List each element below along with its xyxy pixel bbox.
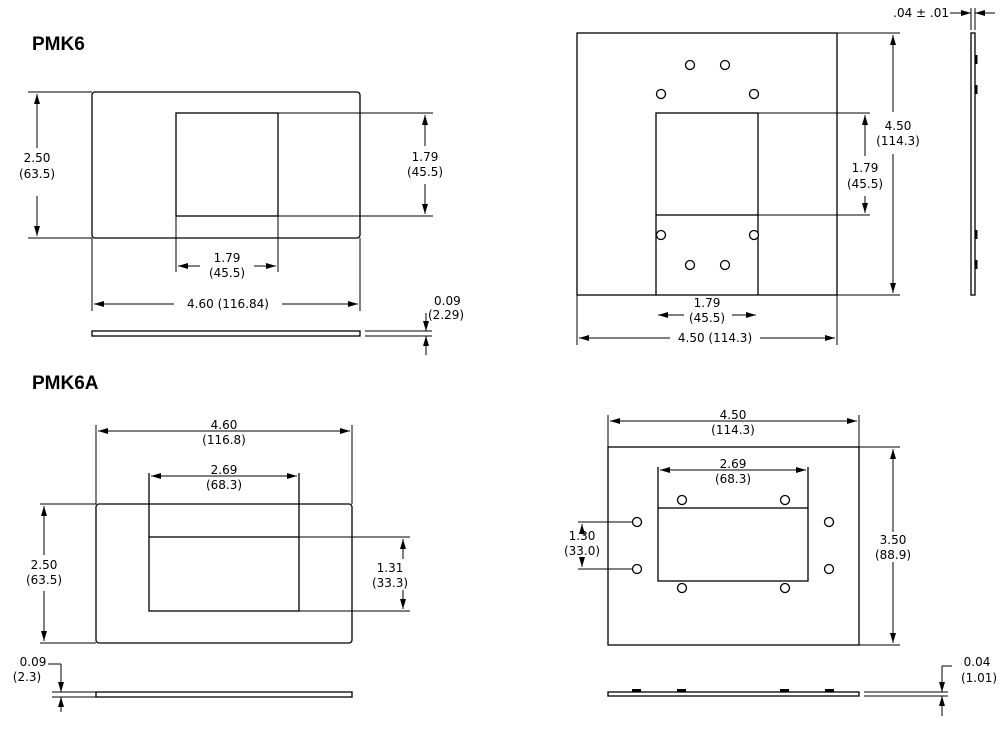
- mounting-hole: [684, 59, 696, 71]
- mounting-hole: [823, 563, 835, 575]
- pmk6-front-view: PMK6 2.50 (63.5) 1.79 (45.5) 1.79 (45.5)…: [19, 34, 464, 355]
- pmk6a-width-mm: (116.8): [202, 433, 246, 447]
- pmk6-back-cutout-width-mm: (45.5): [689, 311, 725, 325]
- pmk6-back-side-profile: [970, 32, 976, 296]
- pmk6-side-profile: [91, 330, 361, 337]
- pmk6a-back-view: 4.50 (114.3) 2.69 (68.3) 1.30 (33.0) 3.5…: [564, 408, 997, 716]
- pmk6-back-height-in: 4.50: [885, 119, 912, 133]
- mounting-hole: [779, 582, 791, 594]
- pmk6a-height-mm: (63.5): [26, 573, 62, 587]
- pmk6a-width-in: 4.60: [211, 418, 238, 432]
- mounting-hole: [719, 259, 731, 271]
- pmk6a-thickness-mm: (2.3): [13, 670, 41, 684]
- mounting-hole: [655, 229, 667, 241]
- pmk6-cutout-width-in: 1.79: [214, 251, 241, 265]
- pmk6-cutout-height-mm: (45.5): [407, 165, 443, 179]
- mounting-hole: [748, 229, 760, 241]
- pmk6a-cutout-width-in: 2.69: [211, 463, 238, 477]
- pmk6-back-height-mm: (114.3): [876, 134, 920, 148]
- pmk6-cutout-height-in: 1.79: [412, 150, 439, 164]
- pmk6a-height-in: 2.50: [31, 558, 58, 572]
- pmk6-overall-width: 4.60 (116.84): [187, 297, 269, 311]
- mounting-hole: [748, 88, 760, 100]
- pmk6a-title: PMK6A: [32, 373, 99, 394]
- mounting-hole: [823, 516, 835, 528]
- pmk6-height-in: 2.50: [24, 151, 51, 165]
- pmk6-back-plate-outline: [576, 32, 838, 296]
- pmk6-back-view: 4.50 (114.3) 1.79 (45.5) 1.79 (45.5) 4.5…: [576, 6, 995, 345]
- mounting-hole: [719, 59, 731, 71]
- pmk6a-back-cutout-width-in: 2.69: [720, 457, 747, 471]
- pmk6a-back-width-mm: (114.3): [711, 423, 755, 437]
- pmk6-back-cutout-height-in: 1.79: [852, 161, 879, 175]
- pmk6a-cutout-width-mm: (68.3): [206, 478, 242, 492]
- mounting-hole: [655, 88, 667, 100]
- pmk6a-side-profile: [95, 691, 353, 698]
- pmk6a-front-view: PMK6A 4.60 (116.8) 2.69 (68.3) 2.50 (63.…: [13, 373, 410, 712]
- pmk6-title: PMK6: [32, 34, 85, 55]
- pmk6-back-cutout-height-mm: (45.5): [847, 177, 883, 191]
- mounting-hole: [631, 563, 643, 575]
- mounting-hole: [779, 494, 791, 506]
- pmk6a-back-side-profile: [607, 691, 860, 697]
- pmk6-thickness-mm: (2.29): [428, 308, 464, 322]
- pmk6a-back-thickness-mm: (1.01): [961, 671, 997, 685]
- pmk6a-back-width-in: 4.50: [720, 408, 747, 422]
- pmk6a-back-hole-span-in: 1.30: [569, 529, 596, 543]
- pmk6-height-mm: (63.5): [19, 167, 55, 181]
- pmk6a-cutout: [148, 536, 300, 612]
- mounting-hole: [676, 494, 688, 506]
- pmk6a-back-hole-span-mm: (33.0): [564, 544, 600, 558]
- pmk6a-plate-outline: [95, 503, 353, 644]
- mounting-hole: [684, 259, 696, 271]
- pmk6-plate-outline: [91, 91, 361, 239]
- mounting-hole: [676, 582, 688, 594]
- pmk6-back-overall-width: 4.50 (114.3): [678, 331, 752, 345]
- pmk6-cutout-width-mm: (45.5): [209, 266, 245, 280]
- pmk6a-back-cutout: [657, 507, 809, 582]
- pmk6a-back-thickness-in: 0.04: [964, 655, 991, 669]
- pmk6a-cutout-height-mm: (33.3): [372, 576, 408, 590]
- pmk6-thickness-in: 0.09: [434, 294, 461, 308]
- pmk6-back-cutout-width-in: 1.79: [694, 296, 721, 310]
- pmk6a-cutout-height-in: 1.31: [377, 561, 404, 575]
- pmk6a-back-height-in: 3.50: [880, 533, 907, 547]
- pmk6a-back-plate-outline: [607, 446, 860, 646]
- mounting-hole: [631, 516, 643, 528]
- pmk6-back-thickness-tolerance: .04 ± .01: [893, 6, 949, 20]
- pmk6-back-cutout: [655, 112, 759, 216]
- pmk6-cutout: [175, 112, 279, 217]
- pmk6a-back-cutout-width-mm: (68.3): [715, 472, 751, 486]
- pmk6a-back-height-mm: (88.9): [875, 548, 911, 562]
- pmk6a-thickness-in: 0.09: [20, 655, 47, 669]
